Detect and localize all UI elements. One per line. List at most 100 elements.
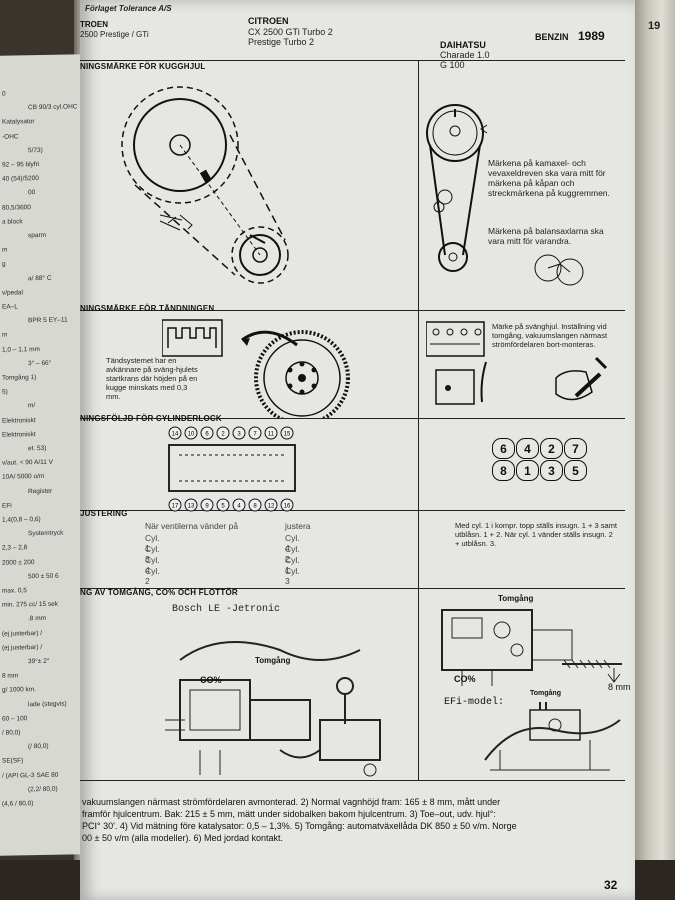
row-divider-4 xyxy=(80,510,625,511)
left-page-line: 60 – 100 xyxy=(2,715,28,723)
co-label-left: CO% xyxy=(200,675,222,685)
left-page-line: m xyxy=(2,246,8,254)
left-page-line: max. 0,5 xyxy=(2,587,27,595)
torque-bottom-number: 9 xyxy=(205,504,209,510)
mm-label: 8 mm xyxy=(608,682,631,692)
left-page-line: 1,0 – 1,1 mm xyxy=(2,345,40,354)
left-page-line: 40 (54)/5200 xyxy=(2,175,39,183)
torque-bottom-number: 16 xyxy=(284,504,291,510)
left-page-line: 0 xyxy=(2,90,6,98)
justering-cyl: Cyl. 4 xyxy=(145,555,160,575)
torque-grid-cell: 7 xyxy=(564,438,587,459)
left-page-line: sparm xyxy=(28,231,47,240)
left-page-line: / (API GL-3 SAE 80 xyxy=(2,771,59,780)
torque-bottom-number: 5 xyxy=(221,504,225,510)
left-page-line: EA–L xyxy=(2,303,18,311)
left-page-line: Register xyxy=(28,487,53,495)
torque-top-number: 7 xyxy=(253,432,257,438)
torque-top-circle xyxy=(248,426,262,440)
torque-grid-cell: 3 xyxy=(540,460,563,481)
bosch-system-label: Bosch LE -Jetronic xyxy=(172,604,281,615)
torque-top-number: 15 xyxy=(284,432,291,438)
left-page-line: 500 ± 50 6 xyxy=(28,572,59,581)
torque-bottom-circle xyxy=(200,498,214,512)
left-page-line: 00 xyxy=(28,189,36,197)
left-page-line: 1,4(0,8 – 0,6) xyxy=(2,516,41,524)
torque-grid-cell: 1 xyxy=(516,460,539,481)
left-page-line: lade (stegvis) xyxy=(28,700,67,708)
left-page-line: Elektroniskt xyxy=(2,430,36,439)
torque-top-number: 10 xyxy=(188,432,195,438)
torque-bottom-number: 13 xyxy=(188,504,195,510)
model-daihatsu-2: G 100 xyxy=(440,60,465,70)
torque-grid-cell: 6 xyxy=(492,438,515,459)
section-title-justering: JUSTERING xyxy=(80,509,128,518)
torque-grid-cell: 5 xyxy=(564,460,587,481)
torque-bottom-circle xyxy=(168,498,182,512)
torque-top-circle xyxy=(216,426,230,440)
left-page-line: v/aut. < 90 A/11 V xyxy=(2,458,54,467)
left-page-line: m xyxy=(2,331,8,340)
left-page-line: (4,6 / 80,0) xyxy=(2,800,34,808)
row-divider-6 xyxy=(80,780,625,781)
manual-page: Förlaget Tolerance A/S TROEN 2500 Presti… xyxy=(80,0,635,900)
co-label-right: CO% xyxy=(454,674,476,684)
publisher-label: Förlaget Tolerance A/S xyxy=(85,4,172,13)
page-number: 32 xyxy=(604,878,618,892)
left-page-line: 80,5/3600 xyxy=(2,203,31,212)
left-page-line: min. 275 cc/ 15 sek xyxy=(2,600,58,609)
torque-bottom-circle xyxy=(232,498,246,512)
efi-tomgang-label: Tomgång xyxy=(530,690,561,697)
footnote-line-3: PCI° 30'. 4) Vid mätning före katalysato… xyxy=(82,821,517,831)
left-page-line: et. 53) xyxy=(28,444,47,453)
torque-bottom-number: 17 xyxy=(172,504,179,510)
justering-adj: Cyl. 3 xyxy=(285,566,300,586)
left-page-line: v/pedal xyxy=(2,289,23,297)
year-label: 1989 xyxy=(578,29,605,43)
model-citroen-1: CX 2500 GTi Turbo 2 xyxy=(248,27,333,37)
torque-bottom-circle xyxy=(280,498,294,512)
left-page-line: 5/73) xyxy=(28,146,43,155)
torque-top-number: 11 xyxy=(268,432,275,438)
kugghjul-note-2: Märkena på balansaxlarna ska vara mitt f… xyxy=(488,226,604,246)
left-page-line: / 80,0) xyxy=(2,729,21,737)
fuel-label: BENZIN xyxy=(535,32,569,42)
make-daihatsu: DAIHATSU xyxy=(440,40,486,50)
make-citroen: CITROEN xyxy=(248,16,289,26)
justering-cyl: Cyl. 3 xyxy=(145,544,160,564)
torque-top-number: 3 xyxy=(237,432,241,438)
next-page-corner-number: 19 xyxy=(648,20,661,32)
right-page-stack xyxy=(630,0,675,900)
column-divider xyxy=(418,60,419,780)
left-page-line: g xyxy=(2,261,6,269)
torque-bottom-circle xyxy=(184,498,198,512)
header-partial-left-2: 2500 Prestige / GTi xyxy=(80,30,149,39)
timing-belt-diagram-right xyxy=(426,104,488,272)
row-divider-2 xyxy=(80,310,625,311)
section-title-tandning: NINGSMÄRKE FÖR TÄNDNINGEN xyxy=(80,304,215,313)
tomgang-label-left: Tomgång xyxy=(255,656,291,665)
left-page-line: Tomgång 1) xyxy=(2,374,37,382)
timing-belt-diagram-left xyxy=(121,86,289,284)
flywheel-diagram xyxy=(162,319,350,418)
tandning-note-right: Märke på svänghjul. Inställning vid tomg… xyxy=(492,322,608,349)
left-page-line: 10A/ 5000 o/m xyxy=(2,473,45,482)
torque-top-circle xyxy=(168,426,182,440)
left-page-line: g/ 1000 km. xyxy=(2,686,36,695)
tomgang-label-right: Tomgång xyxy=(498,594,534,603)
left-page-line: BPR 5 EY–11 xyxy=(28,316,68,325)
justering-cyl: Cyl. 2 xyxy=(145,566,160,586)
torque-top-circle xyxy=(232,426,246,440)
left-page-line: (ej justerbar) / xyxy=(2,629,43,638)
left-page-line: 5) xyxy=(2,388,8,396)
justering-right-text: Med cyl. 1 i kompr. topp ställs insugn. … xyxy=(455,521,617,548)
left-page-line: m/ xyxy=(28,402,36,410)
row-divider-5 xyxy=(80,588,625,589)
carburetor-diagram-left xyxy=(165,641,381,777)
distributor-diagram xyxy=(426,321,608,405)
balance-shaft-diagram xyxy=(534,254,584,286)
torque-bottom-circle xyxy=(216,498,230,512)
torque-top-circle xyxy=(200,426,214,440)
